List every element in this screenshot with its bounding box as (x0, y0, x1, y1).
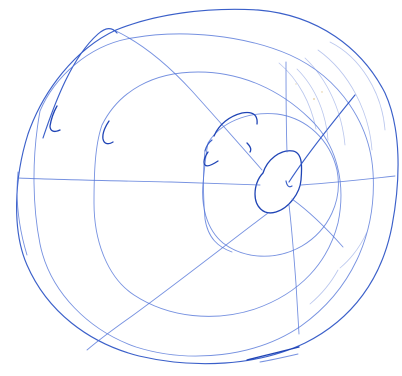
concentric-ring-3 (203, 114, 339, 257)
squiggles (50, 106, 257, 166)
concentric-ring-2 (94, 72, 341, 316)
center-ellipse (255, 151, 302, 213)
